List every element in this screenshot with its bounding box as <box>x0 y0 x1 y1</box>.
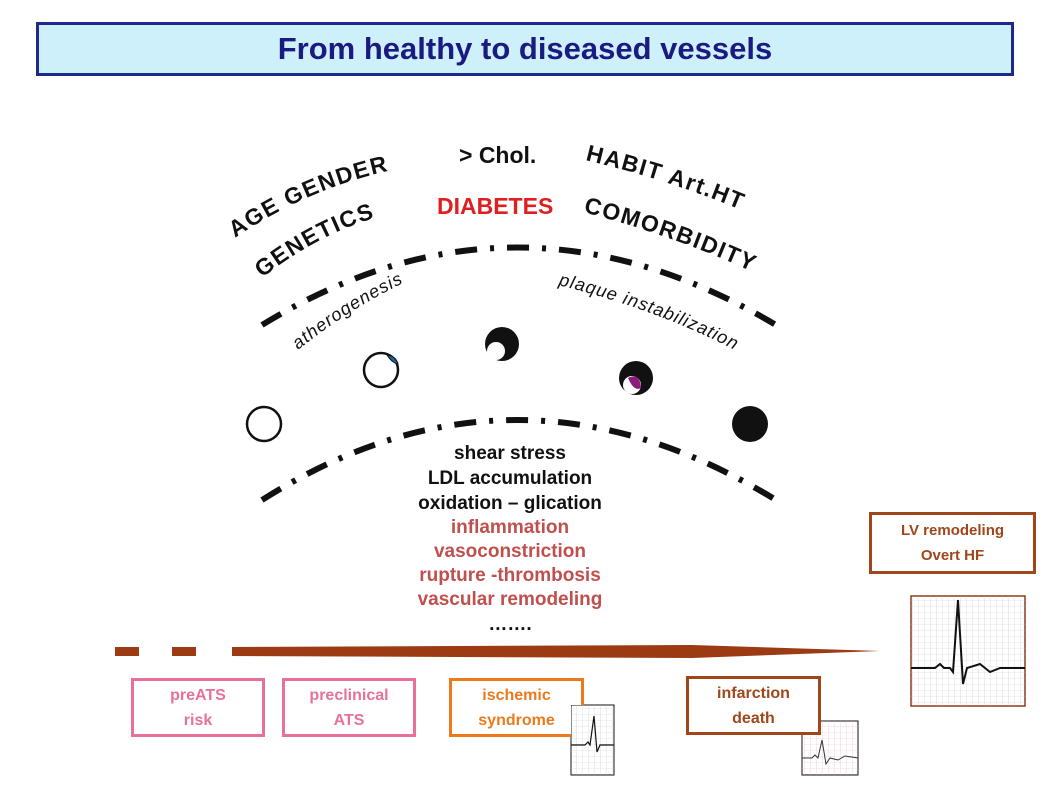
mechanism-item: shear stress <box>454 443 566 464</box>
mechanism-item: inflammation <box>451 517 569 538</box>
timeline-arrow <box>115 645 880 658</box>
page-title: From healthy to diseased vessels <box>277 31 773 66</box>
mechanism-item: vascular remodeling <box>418 589 603 610</box>
stage-preats-box: preATS risk <box>131 678 265 737</box>
stage-preclinical-box: preclinical ATS <box>282 678 416 737</box>
ecg-ischemic-overlay <box>571 705 615 776</box>
mechanism-item: oxidation – glication <box>418 493 602 514</box>
mechanisms-list: shear stress LDL accumulation oxidation … <box>418 443 603 635</box>
stage-ischemic-line1: ischemic <box>482 686 551 704</box>
vessel-occluded <box>732 406 768 442</box>
stage-ischemic-box: ischemic syndrome <box>449 678 584 737</box>
stage-infarction-line2: death <box>732 709 775 727</box>
stage-ischemic-line2: syndrome <box>478 711 555 729</box>
vessel-early-plaque <box>362 351 400 389</box>
label-atherogenesis: atherogenesis <box>288 268 406 353</box>
mechanism-item: ……. <box>488 614 531 635</box>
mechanism-item: vasoconstriction <box>434 541 586 562</box>
title-banner: From healthy to diseased vessels <box>36 22 1014 76</box>
stage-preclinical-line2: ATS <box>333 711 365 729</box>
stage-infarction-box: infarction death <box>686 676 821 735</box>
stage-lv-box: LV remodeling Overt HF <box>869 512 1036 574</box>
stage-preats-line1: preATS <box>170 686 226 704</box>
stage-preats-line2: risk <box>183 711 213 729</box>
risk-diabetes: DIABETES <box>437 193 553 219</box>
vessel-unstable-plaque <box>619 361 653 395</box>
vessel-advanced-plaque <box>485 327 519 361</box>
mechanism-item: rupture -thrombosis <box>419 565 601 586</box>
stage-preclinical-line1: preclinical <box>309 686 389 704</box>
risk-chol: > Chol. <box>459 142 536 168</box>
label-plaque-instabilization: plaque instabilization <box>556 269 742 354</box>
mechanism-item: LDL accumulation <box>428 468 592 489</box>
stage-lv-line2: Overt HF <box>920 547 985 564</box>
stage-infarction-line1: infarction <box>717 684 790 702</box>
stage-lv-line1: LV remodeling <box>900 522 1005 539</box>
ecg-large-icon <box>910 595 1026 707</box>
vessel-healthy <box>245 405 283 443</box>
